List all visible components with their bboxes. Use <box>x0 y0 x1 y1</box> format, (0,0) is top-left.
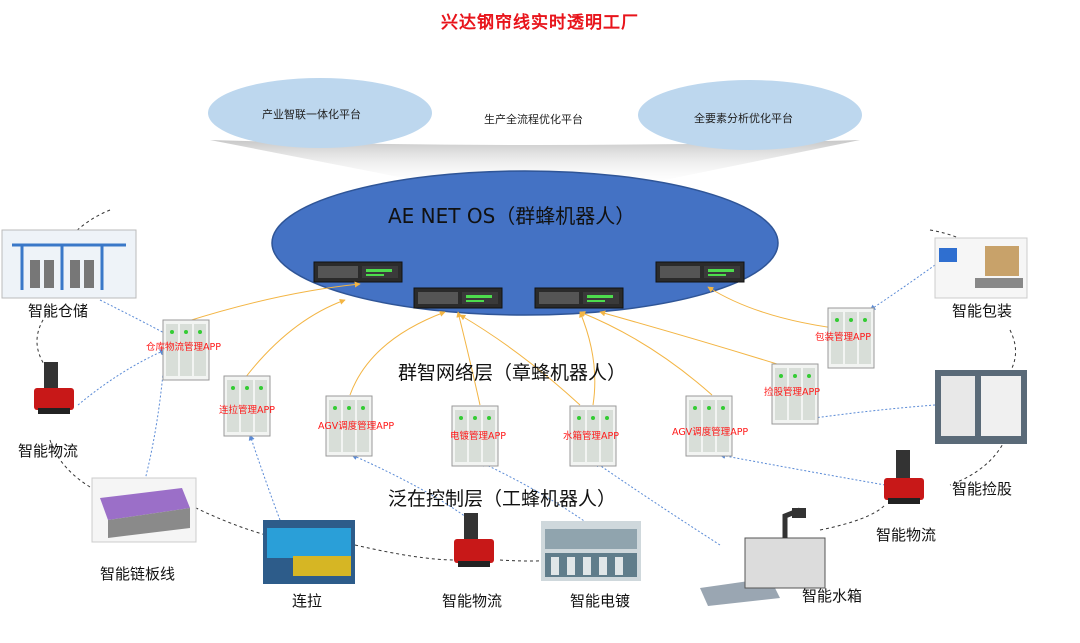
packing-image <box>934 237 1028 299</box>
os-title: AE NET OS（群蜂机器人） <box>388 204 636 228</box>
app-agv2-label: AGV调度管理APP <box>672 427 749 438</box>
node-logistics-bottom-label: 智能物流 <box>442 592 503 610</box>
os-ellipse <box>271 170 779 316</box>
link-plating-app <box>479 461 591 526</box>
platform-right-label: 全要素分析优化平台 <box>694 112 793 125</box>
water-tank-robot-image <box>700 507 826 606</box>
node-drawing-label: 连拉 <box>292 592 323 610</box>
controller-module <box>827 307 875 369</box>
app-water-label: 水箱管理APP <box>563 431 619 442</box>
server-icon <box>313 261 403 283</box>
agv-robot-right <box>884 450 924 504</box>
server-icon <box>413 287 503 309</box>
app-drawing-label: 连拉管理APP <box>219 405 275 416</box>
link-chainline-app <box>144 349 168 481</box>
agv-robot-bottom <box>454 513 494 567</box>
platform-cloud-right <box>638 80 862 150</box>
platform-cloud-left <box>208 78 432 148</box>
server-icon <box>534 287 624 309</box>
sorting-image <box>935 370 1027 444</box>
platform-funnel <box>210 140 860 185</box>
network-layer-label: 群智网络层（章蜂机器人） <box>398 362 627 384</box>
plating-image <box>541 521 641 581</box>
link-drawing-app <box>248 434 281 521</box>
link-app-sorting-server <box>599 310 791 369</box>
node-plating-label: 智能电镀 <box>570 592 631 610</box>
link-warehouse-app <box>99 299 169 336</box>
controller-module <box>223 375 271 437</box>
wire-drawing-image <box>263 520 355 584</box>
app-warehouse-label: 仓库物流管理APP <box>146 342 221 353</box>
link-packing-app <box>869 264 936 311</box>
page-title: 兴达钢帘线实时透明工厂 <box>441 13 639 33</box>
app-agv1-label: AGV调度管理APP <box>318 421 395 432</box>
link-app-drawing-server <box>244 298 346 379</box>
outer-ring-left <box>36 209 886 562</box>
link-app-agv2-server <box>579 311 713 396</box>
node-logistics-right-label: 智能物流 <box>876 526 937 544</box>
node-packing-label: 智能包装 <box>951 302 1012 320</box>
link-logistics-right-app <box>719 453 886 486</box>
node-warehouse-label: 智能仓储 <box>28 302 89 320</box>
app-sorting-label: 捡股管理APP <box>764 387 820 398</box>
link-app-water-server-2 <box>459 314 581 406</box>
platform-center-label: 生产全流程优化平台 <box>484 113 583 126</box>
server-icon <box>655 261 745 283</box>
chain-line-image <box>91 477 197 543</box>
node-logistics-left-label: 智能物流 <box>18 442 79 460</box>
controller-module <box>325 395 373 457</box>
control-layer-label: 泛在控制层（工蜂机器人） <box>388 488 617 510</box>
link-app-agv1-server <box>349 311 446 396</box>
controller-module <box>162 319 210 381</box>
app-plating-label: 电镀管理APP <box>450 431 506 442</box>
link-logistics-bottom-app <box>351 454 471 521</box>
node-chain-line-label: 智能链板线 <box>100 565 176 583</box>
node-water-tank-label: 智能水箱 <box>802 587 863 605</box>
node-sorting-label: 智能捡股 <box>951 480 1012 498</box>
link-app-plating-server <box>456 311 481 406</box>
controller-module <box>569 405 617 467</box>
link-app-water-server <box>579 311 596 406</box>
link-sorting-app <box>799 404 936 423</box>
controller-module <box>771 363 819 425</box>
warehouse-image <box>1 229 137 299</box>
controller-module <box>451 405 499 467</box>
controller-module <box>685 395 733 457</box>
platform-left-label: 产业智联一体化平台 <box>262 108 361 121</box>
link-app-warehouse-server <box>184 281 361 323</box>
agv-robot-left <box>34 362 74 414</box>
app-packing-label: 包装管理APP <box>815 332 871 343</box>
link-logistics-left-app <box>77 349 166 406</box>
